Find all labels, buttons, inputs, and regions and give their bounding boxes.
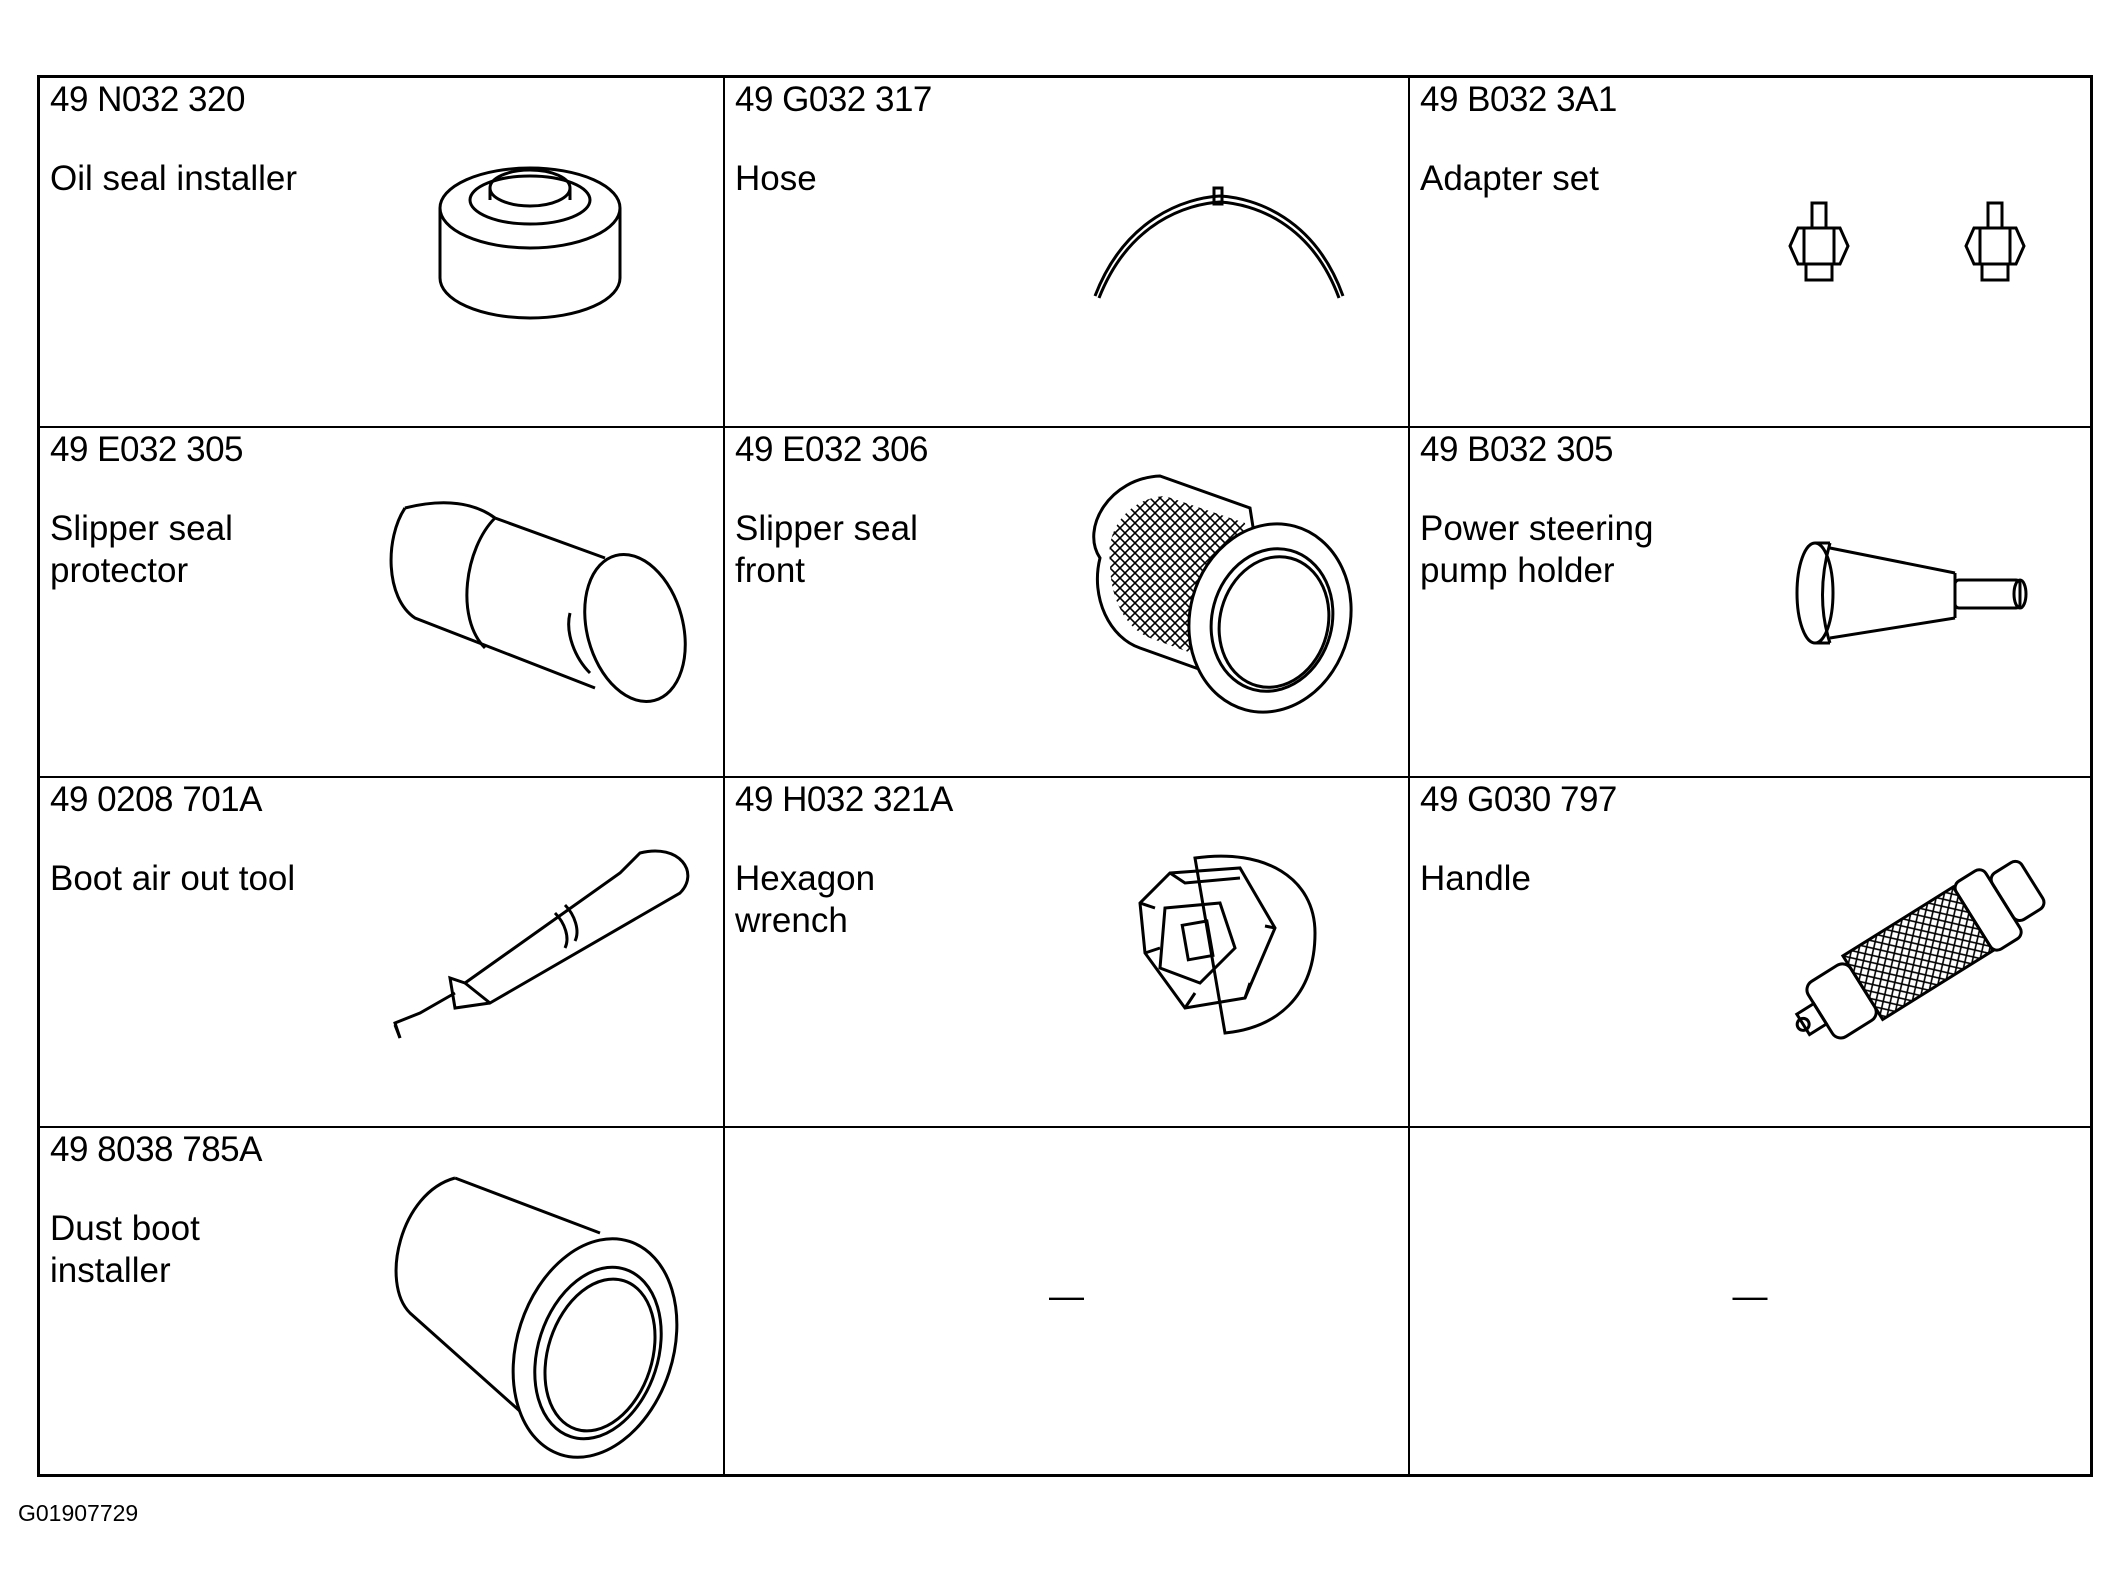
slipper-seal-protector-icon [389, 501, 687, 704]
empty-cell: — [1410, 1128, 2090, 1474]
tool-cell: 49 E032 306 Slipper seal front [725, 428, 1410, 778]
tool-code: 49 N032 320 [50, 80, 245, 119]
slipper-seal-front-icon [1092, 474, 1353, 714]
pump-holder-icon [1795, 541, 2028, 645]
figure-id: G01907729 [18, 1500, 139, 1526]
tool-code: 49 G032 317 [735, 80, 932, 119]
tool-cell: 49 H032 321A Hexagon wrench [725, 778, 1410, 1128]
tool-name: Adapter set [1420, 159, 1599, 198]
tool-name: Boot air out tool [50, 859, 296, 898]
tool-code: 49 B032 3A1 [1420, 80, 1617, 119]
tool-code: 49 B032 305 [1420, 430, 1614, 469]
tool-code: 49 G030 797 [1420, 780, 1617, 819]
tool-name: Dust boot installer [50, 1209, 200, 1290]
tool-code: 49 E032 306 [735, 430, 929, 469]
oil-seal-installer-icon [438, 166, 622, 320]
special-tools-table: 49 N032 320 Oil seal installer 49 G032 3… [37, 75, 2093, 1477]
tool-name: Hexagon wrench [735, 859, 876, 940]
tool-code: 49 E032 305 [50, 430, 244, 469]
tool-cell: 49 B032 3A1 Adapter set [1410, 78, 2090, 428]
adapter-set-icon [1788, 201, 2026, 282]
hexagon-wrench-icon [1138, 854, 1317, 1035]
tool-name: Hose [735, 159, 817, 198]
tool-code: 49 0208 701A [50, 780, 262, 819]
tool-cell: 49 E032 305 Slipper seal protector [40, 428, 725, 778]
tool-cell: 49 B032 305 Power steering pump holder [1410, 428, 2090, 778]
tool-name: Slipper seal protector [50, 509, 233, 590]
empty-dash: — [1732, 1277, 1768, 1316]
tool-name: Slipper seal front [735, 509, 918, 590]
tool-code: 49 8038 785A [50, 1130, 262, 1169]
tool-cell: 49 8038 785A Dust boot installer [40, 1128, 725, 1474]
empty-dash: — [1049, 1277, 1084, 1316]
tool-cell: 49 0208 701A Boot air out tool [40, 778, 725, 1128]
handle-icon [1794, 859, 2046, 1040]
tool-cell: 49 G032 317 Hose [725, 78, 1410, 428]
tool-name: Power steering pump holder [1420, 509, 1654, 590]
tool-name: Oil seal installer [50, 159, 298, 198]
tool-cell: 49 G030 797 Handle [1410, 778, 2090, 1128]
dust-boot-installer-icon [394, 1176, 679, 1459]
tool-code: 49 H032 321A [735, 780, 953, 819]
boot-air-out-tool-icon [393, 849, 690, 1039]
tool-name: Handle [1420, 859, 1531, 898]
hose-icon [1093, 186, 1345, 299]
empty-cell: — [725, 1128, 1410, 1474]
tool-cell: 49 N032 320 Oil seal installer [40, 78, 725, 428]
